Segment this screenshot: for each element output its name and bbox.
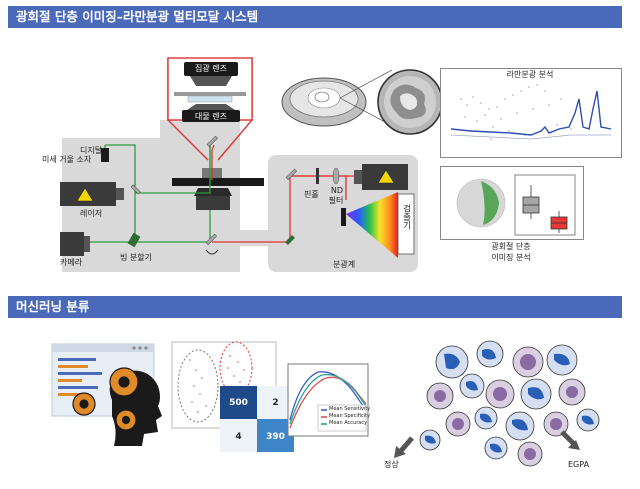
mirror-3: [205, 233, 218, 246]
cm-cell-tp: [220, 386, 257, 419]
raman-analysis-label: 라만분광 분석: [506, 70, 554, 79]
cm-value-fn: 4: [235, 432, 242, 442]
cluster-a: [177, 349, 219, 423]
beam-splitter-label: 빔 분할기: [120, 253, 152, 262]
odt-panel: [440, 166, 584, 240]
detector-box: [397, 193, 415, 255]
sample-dish-illustration: [281, 77, 367, 127]
legend-accuracy: Mean Accuracy: [329, 420, 368, 426]
gear-icon: [109, 367, 139, 397]
optical-setup-diagram: [60, 57, 443, 272]
sensitivity-curve: [289, 371, 367, 421]
cm-value-tp: 500: [229, 398, 248, 408]
detector-label: 검출기: [401, 204, 411, 230]
spectrometer-label: 분광계: [333, 260, 356, 269]
raman-spectrum-line: [450, 90, 612, 136]
cm-value-fp: 2: [272, 398, 279, 408]
pinhole-label: 핀홀: [304, 190, 319, 199]
mirror-2: [130, 184, 141, 195]
dichroic-mirror: [285, 235, 295, 245]
condenser-lens: [184, 62, 238, 76]
odt-analysis-line2: 이미징 분석: [491, 253, 531, 262]
section-banner-ml: 머신러닝 분류: [8, 296, 622, 318]
condenser-lens-label: 집광 렌즈: [195, 64, 227, 73]
grating: [341, 208, 346, 226]
egpa-label: EGPA: [568, 460, 590, 469]
ml-diagram: [51, 340, 600, 467]
condenser-body: [190, 76, 232, 86]
objective-mount: [194, 188, 232, 196]
normal-label: 정상: [384, 460, 399, 469]
section-banner-system: 광회절 단층 이미징–라만분광 멀티모달 시스템: [8, 6, 622, 28]
raman-spectrum-plot: [450, 84, 612, 140]
nd-filter-label-line2: 필터: [328, 196, 344, 205]
cm-cell-fn: [220, 419, 257, 452]
spectrum-fan: [346, 192, 398, 258]
objective-lens-label: 대물 렌즈: [195, 112, 227, 121]
cm-value-tn: 390: [266, 432, 285, 442]
arrow-egpa-icon: [560, 430, 576, 446]
raman-panel: [440, 68, 622, 158]
camera-box: [60, 232, 84, 256]
dmd-label-line2: 미세 거울 소자: [42, 155, 92, 164]
nd-filter: [332, 167, 340, 185]
odt-analysis-plot: [456, 174, 576, 236]
dmd-device: [101, 148, 109, 162]
laser-warning-icon: [76, 187, 94, 202]
nd-filter-label-line1: ND: [330, 186, 344, 195]
objective-lens: [182, 110, 240, 122]
gear-icon-2: [72, 392, 96, 416]
stage-platform: [172, 178, 264, 186]
gear-icon-3: [115, 409, 137, 431]
sample-slide: [174, 92, 246, 96]
sample-dish: [187, 95, 233, 103]
legend-specificity: Mean Specificity: [329, 413, 370, 419]
pinhole: [316, 168, 319, 184]
laser-label: 레이저: [80, 209, 103, 218]
housing-bridge: [240, 230, 270, 246]
legend-sensitivity: Mean Sensitivity: [329, 406, 371, 412]
rotation-arrow-icon: [205, 249, 219, 255]
objective-small: [196, 196, 230, 210]
raman-laser-warning-icon: [377, 169, 395, 184]
camera-label: 카메라: [60, 258, 83, 267]
cell-closeup: [377, 69, 443, 135]
mirror-4: [285, 168, 298, 181]
arrow-normal-icon: [398, 436, 414, 454]
beam-splitter: [127, 232, 141, 248]
cells-cluster: [419, 340, 600, 467]
odt-analysis-line1: 광회절 단층: [491, 242, 531, 251]
mirror-1: [206, 135, 219, 148]
accuracy-curve: [289, 373, 367, 425]
dmd-label-line1: 디지털: [80, 146, 103, 155]
